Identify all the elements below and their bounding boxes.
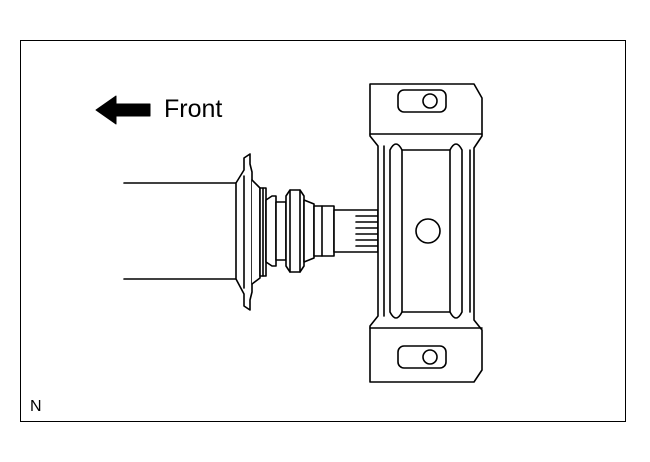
figure-corner-label: N <box>30 398 42 415</box>
bearing-cushion <box>383 143 471 319</box>
upper-mounting-bracket <box>369 89 483 135</box>
mounting-bolt-hole <box>415 218 441 244</box>
upper-bolt-hole <box>422 93 438 109</box>
lower-bolt-hole <box>422 349 438 365</box>
front-direction-arrow-icon <box>95 95 151 125</box>
propeller-shaft <box>123 182 241 280</box>
flange-yoke <box>235 153 267 311</box>
sleeve-yoke <box>265 189 335 273</box>
lower-mounting-bracket <box>369 327 483 369</box>
spline-stub <box>333 209 379 253</box>
front-direction-label: Front <box>164 95 223 123</box>
